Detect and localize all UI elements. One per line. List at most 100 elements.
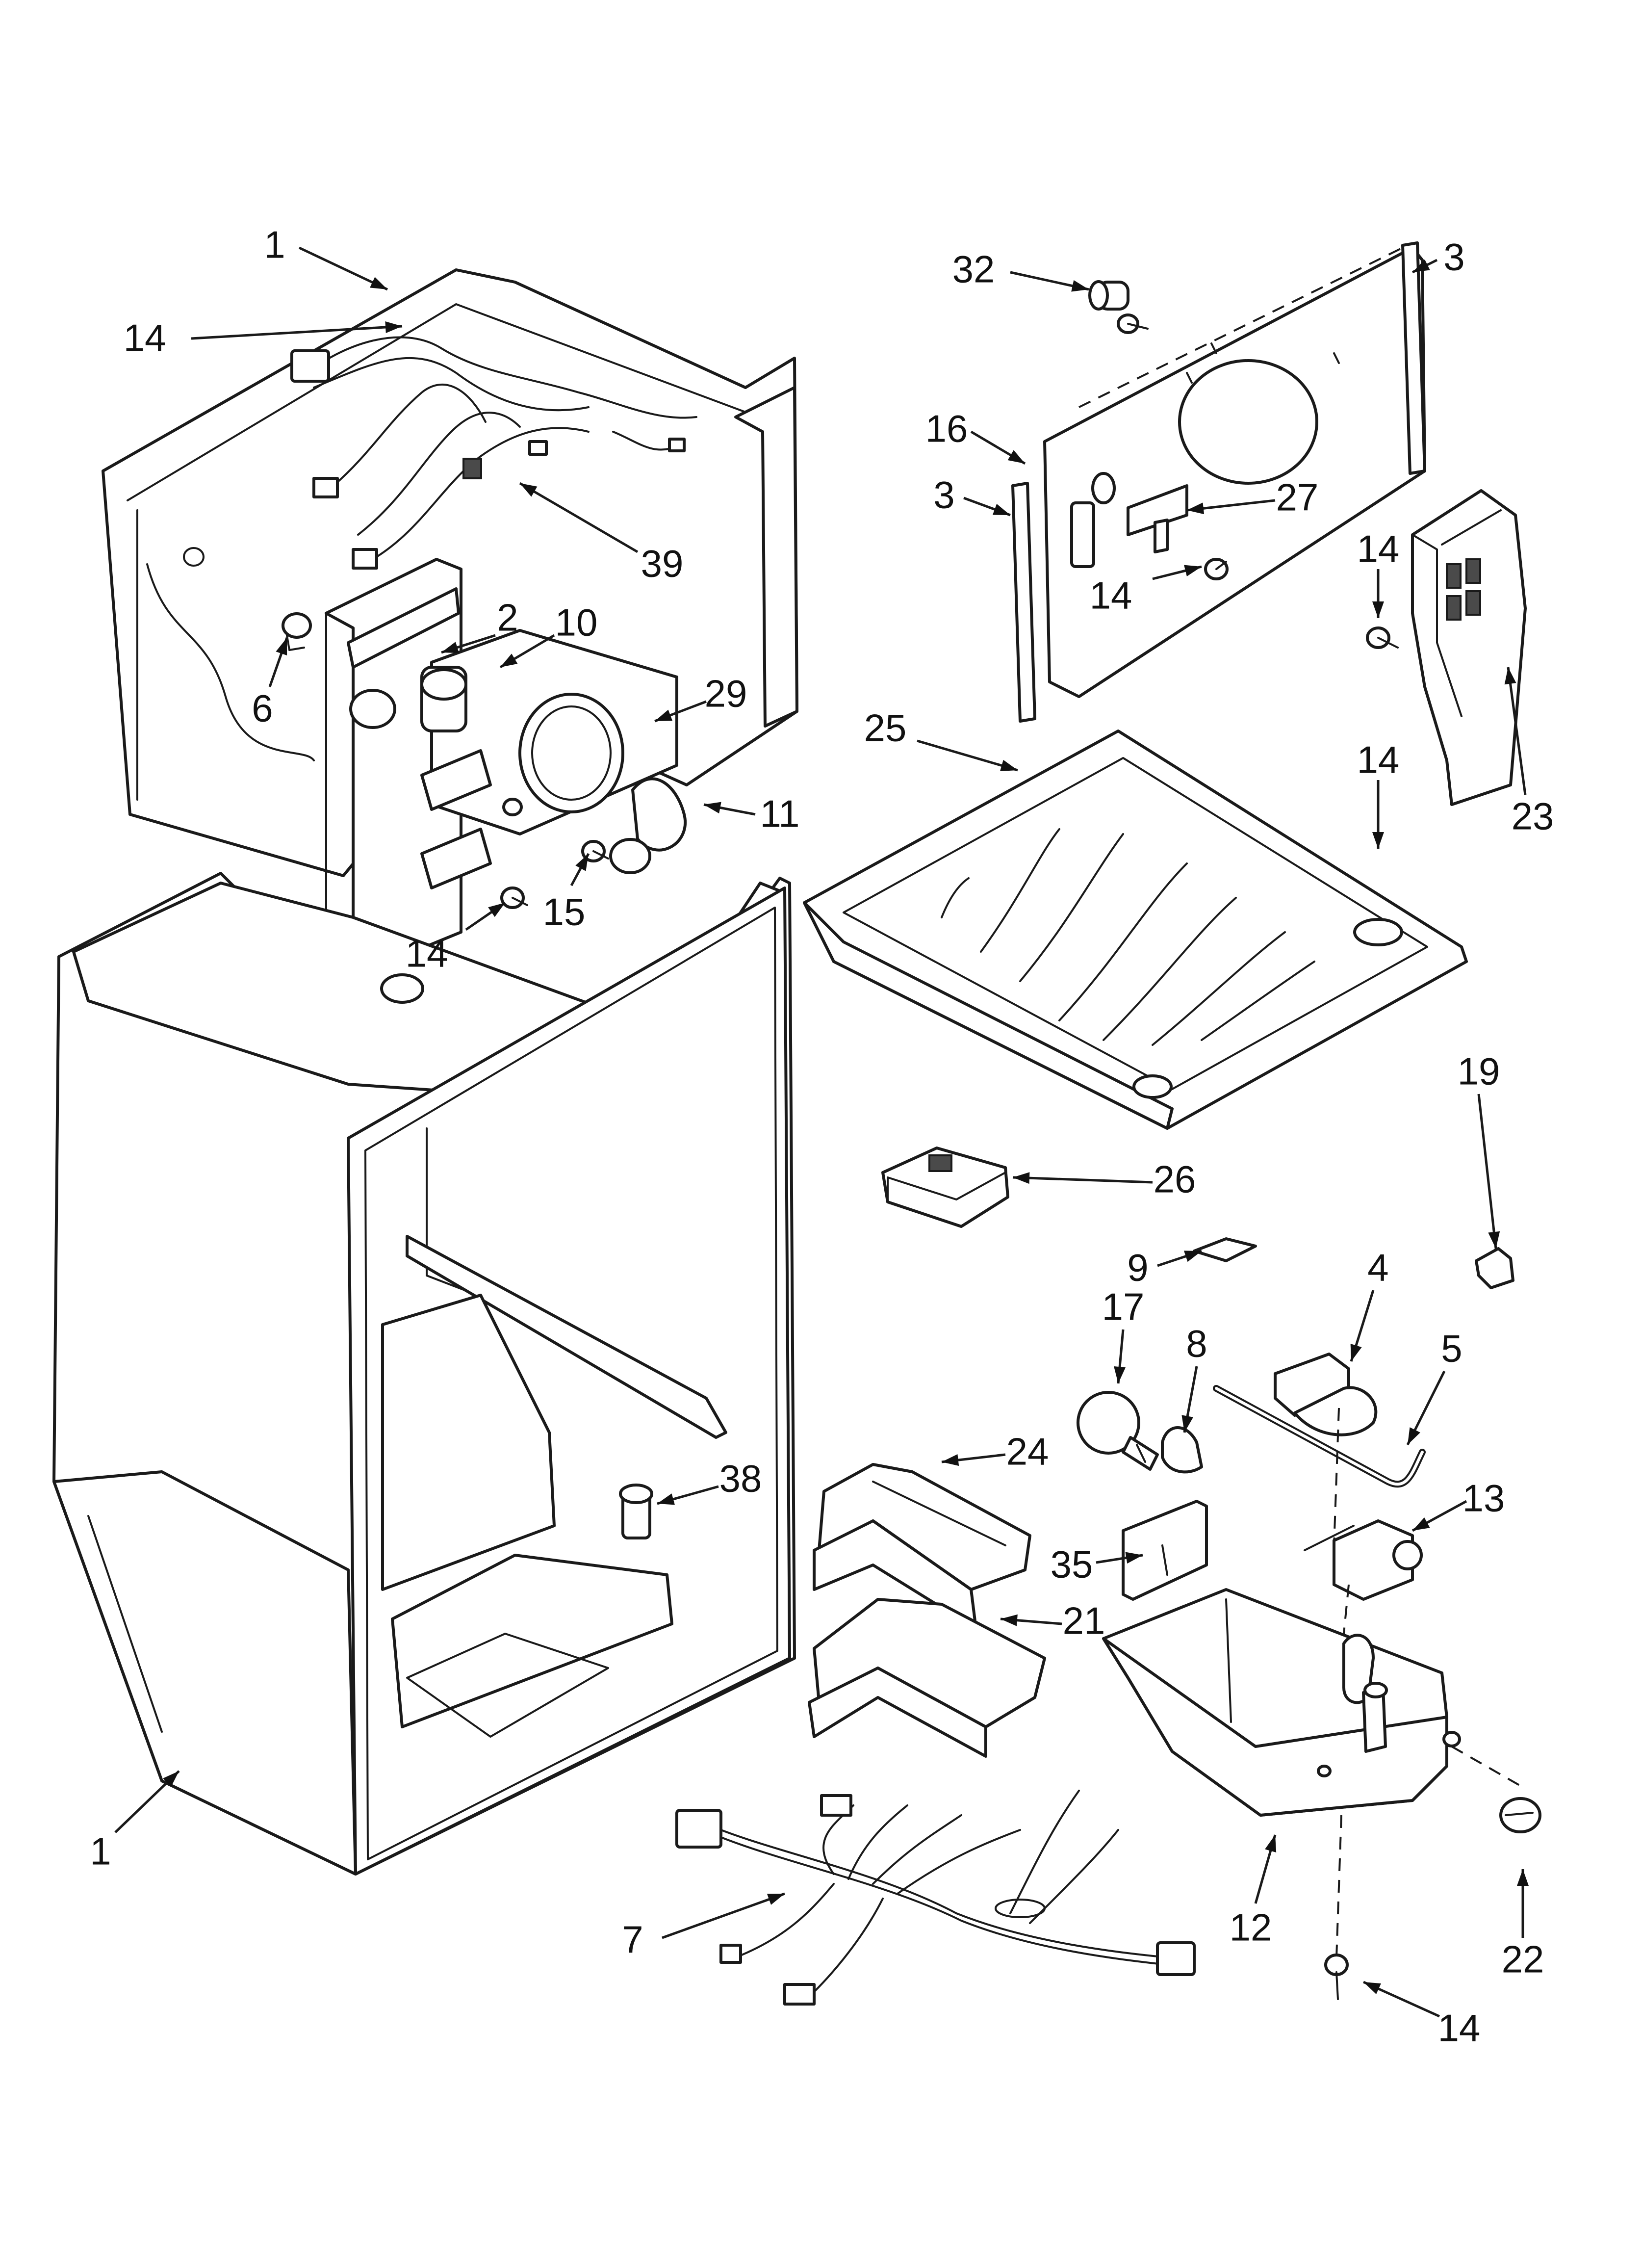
callout-number-c1a: 1 [264,223,285,266]
callout-number-c2: 2 [497,596,518,639]
arrowhead-c23 [1504,667,1516,685]
plug-button [282,612,312,651]
callout-layer: 1123345678910111213141414141414151617192… [90,223,1554,2050]
arrowhead-c4 [1350,1343,1362,1361]
assembly-line-12-14 [1335,1815,1342,1958]
arrowhead-c14e [488,903,505,917]
arrowhead-c13 [1412,1517,1430,1531]
callout-number-c14f: 14 [1438,2007,1481,2050]
assembly-line-12-22 [1451,1746,1521,1787]
arrowhead-c22 [1517,1869,1529,1886]
callout-number-c25: 25 [864,706,907,750]
callout-number-c8: 8 [1186,1322,1207,1365]
arrowhead-c14a [385,321,402,333]
arrowhead-c27 [1187,502,1205,515]
callout-number-c4: 4 [1367,1246,1388,1289]
gasket-strip-left [1011,482,1036,723]
callout-number-c17: 17 [1102,1285,1145,1329]
wire-harness-freezer [290,336,697,570]
arrowhead-c19 [1488,1231,1500,1249]
assembly-line-4-13 [1333,1408,1340,1546]
bracket-35 [1122,1500,1208,1601]
callout-number-c38: 38 [719,1457,762,1500]
callout-number-c13: 13 [1462,1477,1505,1520]
arrowhead-c14b [1184,565,1202,576]
callout-number-c21: 21 [1063,1599,1105,1642]
callout-number-c14d: 14 [1357,738,1400,782]
arrowhead-c26 [1013,1172,1030,1184]
callout-number-c26: 26 [1154,1158,1196,1201]
arrowhead-c14d [1372,832,1384,849]
fresh-food-liner [52,872,796,1876]
arrowhead-c3a [1412,260,1430,272]
screw-fan-left [500,886,528,909]
leader-line-c26 [1012,1176,1153,1184]
capillary-tube-5 [1213,1385,1426,1488]
callout-number-c29: 29 [705,672,747,715]
callout-number-c22: 22 [1502,1938,1544,1981]
fan-motor-bracket [325,558,687,978]
arrowhead-c14c [1372,601,1384,618]
callout-number-c5: 5 [1441,1327,1462,1370]
callout-number-c16: 16 [925,407,968,450]
arrowhead-c14f [1363,1982,1381,1994]
arrowhead-c11 [704,802,721,814]
callout-number-c39: 39 [641,542,684,585]
leader-line-c7 [662,1892,785,1939]
arrowhead-c25 [1000,759,1018,771]
arrowhead-c3b [992,503,1010,515]
arrowhead-c1b [163,1771,179,1787]
knob-8 [1161,1426,1203,1474]
callout-number-c3a: 3 [1443,235,1464,279]
arrowhead-c16 [1007,450,1025,464]
callout-number-c1b: 1 [90,1830,111,1873]
leader-line-c23 [1507,667,1527,795]
arrowhead-c5 [1408,1427,1420,1445]
arrowhead-c21 [1001,1614,1018,1626]
part-19 [1475,1247,1514,1289]
screw-14-bottom [1324,1954,1349,2000]
arrowhead-c29 [655,709,673,721]
callout-number-c19: 19 [1458,1050,1500,1093]
callout-number-c35: 35 [1051,1543,1093,1586]
arrowhead-c8 [1181,1415,1193,1433]
knob-22 [1499,1797,1541,1833]
callout-number-c12: 12 [1230,1906,1272,1949]
control-housing-12 [1102,1588,1461,1817]
leader-line-c25 [917,739,1018,772]
light-shield-24 [813,1463,1031,1630]
callout-number-c3b: 3 [933,473,954,517]
control-housing-26 [881,1147,1009,1228]
light-bulb-17 [1077,1391,1159,1471]
callout-number-c11: 11 [760,792,800,835]
leader-line-c14a [191,325,403,340]
callout-number-c24: 24 [1006,1430,1049,1473]
arrowhead-c15 [575,854,589,871]
callout-number-c27: 27 [1276,476,1319,519]
callout-number-c14c: 14 [1357,527,1400,571]
evaporator-cover-panel [1043,244,1426,698]
arrowhead-c38 [657,1493,675,1505]
arrowhead-c6 [276,638,287,656]
arrowhead-c17 [1114,1366,1126,1383]
cover-21 [808,1598,1046,1758]
arrowhead-c1a [370,277,387,289]
arrowhead-c12 [1265,1835,1277,1852]
gasket-strip-right [1401,241,1426,475]
screw-14-top [1117,313,1149,334]
callout-number-c14e: 14 [406,932,448,975]
arrowhead-c2 [441,642,460,653]
callout-number-c23: 23 [1512,795,1554,838]
arrowhead-c24 [942,1454,959,1466]
callout-number-c14a: 14 [124,316,166,360]
callout-number-c10: 10 [555,601,598,644]
arrowhead-c32 [1071,280,1089,292]
arrowhead-c39 [520,483,538,497]
assembly-line-13-12 [1343,1584,1350,1634]
arrowhead-c7 [767,1894,785,1905]
evaporator-tray-25 [803,730,1468,1130]
callout-number-c9: 9 [1127,1246,1148,1289]
callout-number-c15: 15 [543,890,586,934]
arrowhead-c9 [1183,1251,1202,1262]
